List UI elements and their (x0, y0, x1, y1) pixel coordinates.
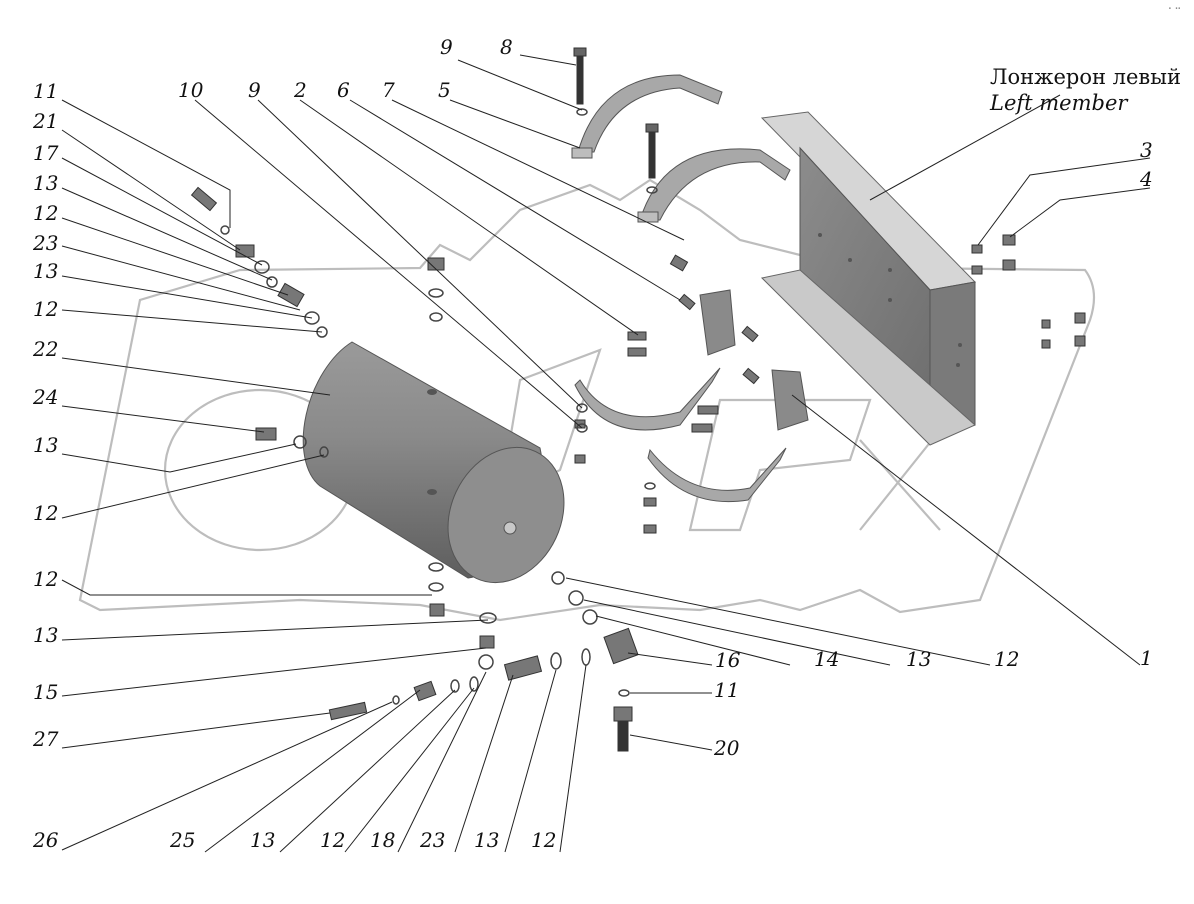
callout-14: 14 (814, 647, 839, 671)
callout-15: 15 (33, 680, 58, 704)
left-member-rail (760, 111, 977, 446)
callout-27: 27 (32, 727, 59, 751)
callout-4: 4 (1139, 167, 1153, 191)
callout-numbers: 1 2 3 4 5 6 7 8 9 9 10 11 11 12 12 12 12… (32, 35, 1153, 852)
corner-mark: ⠂⠒ (1168, 5, 1181, 15)
callout-18: 18 (370, 828, 395, 852)
callout-22: 22 (32, 337, 58, 361)
mounting-brackets (699, 289, 809, 431)
callout-12g: 12 (994, 647, 1019, 671)
callout-12f: 12 (531, 828, 556, 852)
callout-2: 2 (293, 78, 307, 102)
callout-24: 24 (32, 385, 58, 409)
callout-23b: 23 (419, 828, 445, 852)
callout-11a: 11 (33, 79, 58, 103)
callout-3: 3 (1140, 138, 1153, 162)
callout-13a: 13 (33, 171, 58, 195)
callout-23a: 23 (32, 231, 58, 255)
callout-17: 17 (33, 141, 59, 165)
callout-13f: 13 (474, 828, 499, 852)
callout-13e: 13 (250, 828, 275, 852)
callout-25: 25 (169, 828, 195, 852)
caption-en: Left member (989, 91, 1129, 115)
callout-16: 16 (715, 648, 741, 672)
callout-13c: 13 (33, 433, 58, 457)
clamp-straps (571, 74, 791, 503)
callout-9a: 9 (440, 35, 453, 59)
callout-6: 6 (337, 78, 350, 102)
callout-1: 1 (1140, 646, 1153, 670)
callout-13d: 13 (33, 623, 58, 647)
callout-12c: 12 (33, 501, 58, 525)
callout-26: 26 (32, 828, 59, 852)
callout-12e: 12 (320, 828, 345, 852)
callout-13b: 13 (33, 259, 58, 283)
callout-11b: 11 (714, 678, 739, 702)
callout-9b: 9 (248, 78, 261, 102)
callout-10: 10 (178, 78, 204, 102)
fasteners (190, 47, 1086, 752)
callout-20: 20 (713, 736, 740, 760)
leader-lines (61, 54, 1151, 853)
callout-12d: 12 (33, 567, 58, 591)
callout-8: 8 (500, 35, 513, 59)
washers-and-rings (220, 108, 658, 705)
callout-5: 5 (438, 78, 451, 102)
member-caption: Лонжерон левый Left member (989, 65, 1181, 115)
callout-21: 21 (32, 109, 58, 133)
callout-13g: 13 (906, 647, 931, 671)
callout-12b: 12 (33, 297, 58, 321)
caption-ru: Лонжерон левый (990, 65, 1181, 89)
callout-7: 7 (382, 78, 395, 102)
callout-12a: 12 (33, 201, 58, 225)
air-tank (302, 341, 565, 584)
